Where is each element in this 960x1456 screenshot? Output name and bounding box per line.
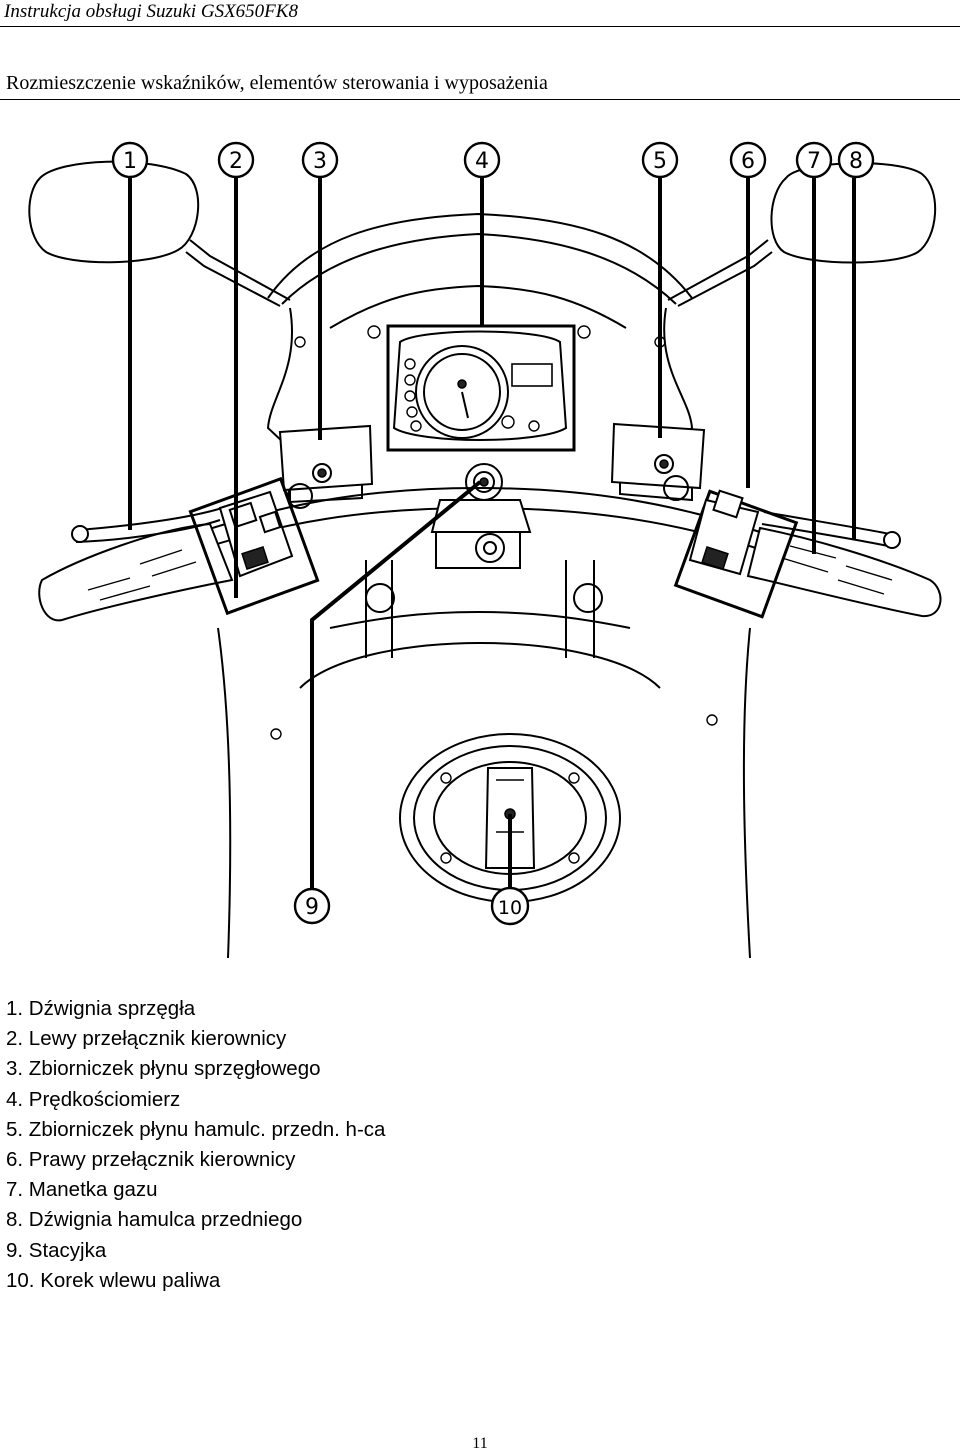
legend-item: 8. Dźwignia hamulca przedniego xyxy=(6,1208,303,1232)
svg-text:9: 9 xyxy=(305,895,319,920)
svg-text:1: 1 xyxy=(123,149,137,174)
speedometer-drawing xyxy=(386,324,576,452)
callout-7: 7 xyxy=(795,141,833,179)
svg-text:3: 3 xyxy=(313,149,327,174)
legend-item: 9. Stacyjka xyxy=(6,1238,107,1262)
callout-3: 3 xyxy=(301,141,339,179)
running-header-title: Instrukcja obsługi Suzuki GSX650FK8 xyxy=(4,1,298,22)
callout-4: 4 xyxy=(463,141,501,179)
motorcycle-cockpit-diagram: 1 2 3 4 5 6 7 8 xyxy=(0,128,960,968)
legend-item: 5. Zbiorniczek płynu hamulc. przedn. h-c… xyxy=(6,1117,386,1141)
legend-item: 6. Prawy przełącznik kierownicy xyxy=(6,1148,296,1172)
right-switch-drawing xyxy=(663,475,799,619)
section-title: Rozmieszczenie wskaźników, elementów ste… xyxy=(6,72,548,94)
legend-item: 4. Prędkościomierz xyxy=(6,1087,181,1111)
right-grip-drawing xyxy=(746,511,942,618)
callout-5: 5 xyxy=(641,141,679,179)
page-number: 11 xyxy=(472,1435,488,1452)
svg-text:5: 5 xyxy=(653,149,667,174)
svg-text:8: 8 xyxy=(849,149,863,174)
legend-item: 10. Korek wlewu paliwa xyxy=(6,1268,221,1292)
svg-text:2: 2 xyxy=(229,149,243,174)
brake-reservoir-drawing xyxy=(610,422,706,502)
left-mirror xyxy=(28,160,291,307)
handlebar-drawing xyxy=(199,463,761,658)
right-mirror xyxy=(667,162,936,307)
svg-text:10: 10 xyxy=(498,897,522,919)
title-rule xyxy=(0,99,960,100)
callout-6: 6 xyxy=(729,141,767,179)
callout-8: 8 xyxy=(837,141,875,179)
callout-10: 10 xyxy=(490,886,530,926)
clutch-reservoir-drawing xyxy=(278,424,374,504)
leader-lines xyxy=(128,178,856,888)
legend-item: 7. Manetka gazu xyxy=(6,1178,158,1202)
running-header: Instrukcja obsługi Suzuki GSX650FK8 xyxy=(0,0,960,27)
svg-text:7: 7 xyxy=(807,149,821,174)
legend-item: 3. Zbiorniczek płynu sprzęgłowego xyxy=(6,1057,321,1081)
callout-1: 1 xyxy=(111,141,149,179)
left-grip-drawing xyxy=(38,507,234,622)
callout-9: 9 xyxy=(293,887,331,925)
fairing-drawing xyxy=(266,212,694,459)
legend-item: 1. Dźwignia sprzęgła xyxy=(6,997,196,1020)
svg-text:4: 4 xyxy=(475,149,489,174)
legend-item: 2. Lewy przełącznik kierownicy xyxy=(6,1027,287,1051)
legend-list: 1. Dźwignia sprzęgła 2. Lewy przełącznik… xyxy=(6,994,385,1296)
callout-2: 2 xyxy=(217,141,255,179)
svg-text:6: 6 xyxy=(741,149,755,174)
